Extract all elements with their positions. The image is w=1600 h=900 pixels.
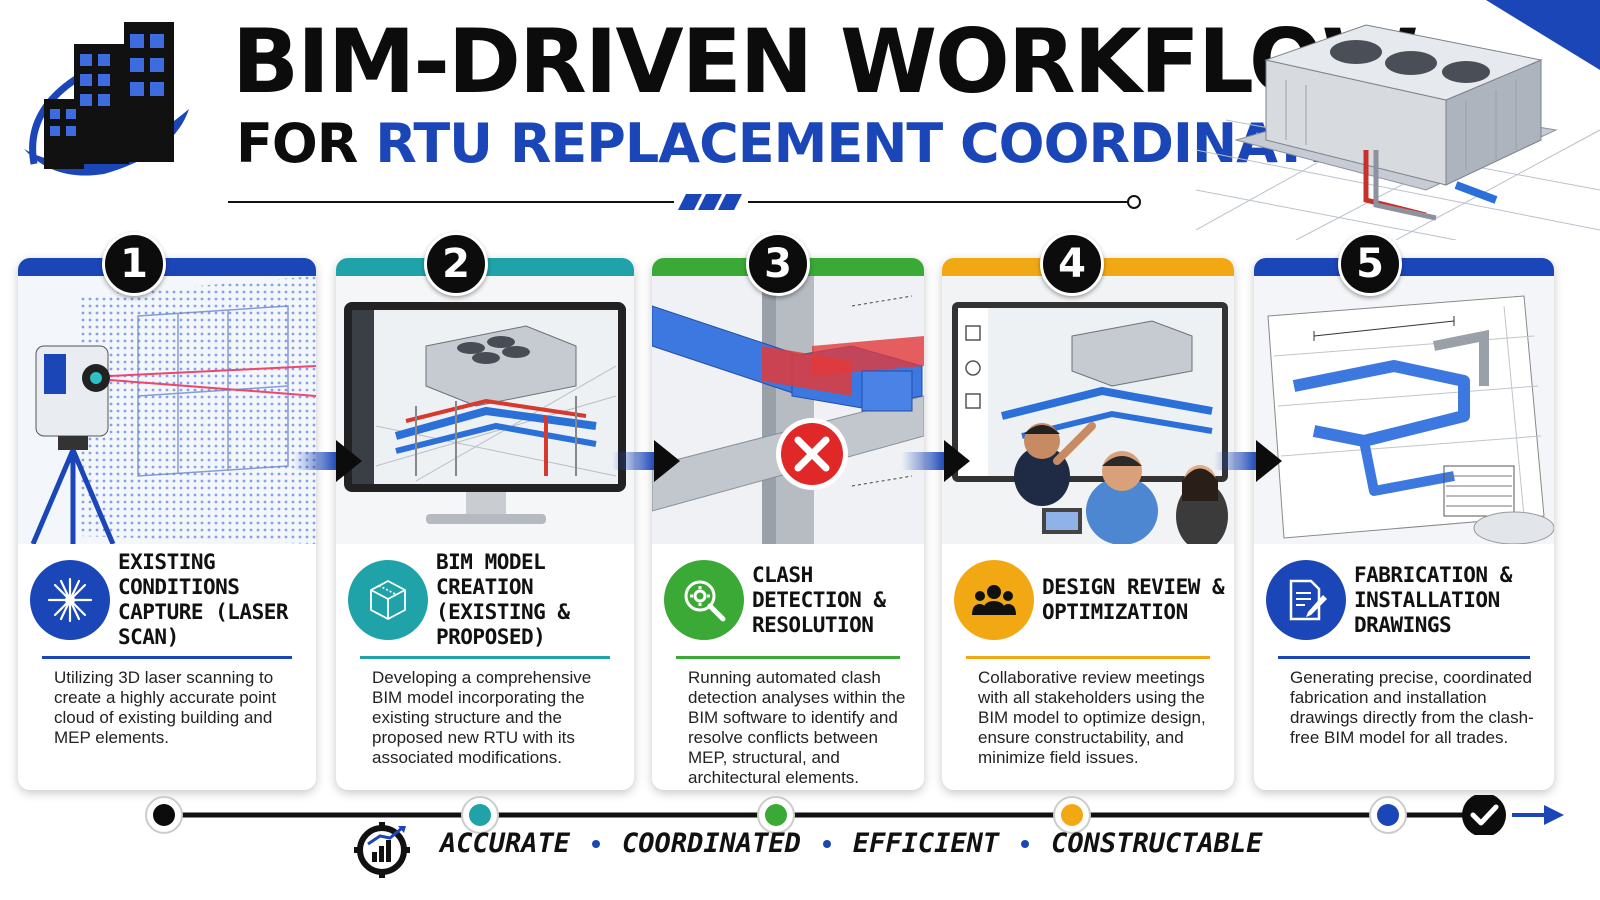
subtitle-highlight: RTU REPLACEMENT COORDINATION	[375, 112, 1418, 175]
step-number-1: 1	[102, 232, 166, 296]
building-logo-icon	[24, 22, 189, 176]
step-card-3: CLASH DETECTION & RESOLUTION Running aut…	[652, 258, 924, 790]
fabrication-drawing-illustration	[1254, 276, 1554, 544]
card-badge	[348, 560, 428, 640]
card-header: CLASH DETECTION & RESOLUTION	[652, 544, 924, 656]
card-divider	[676, 656, 900, 659]
step-number-2: 2	[424, 232, 488, 296]
gear-magnifier-icon	[684, 580, 726, 622]
card-header: BIM MODEL CREATION (EXISTING & PROPOSED)	[336, 544, 634, 656]
page-title: BIM-DRIVEN WORKFLOW	[232, 10, 1419, 113]
step-number-5: 5	[1338, 232, 1402, 296]
card-title: BIM MODEL CREATION (EXISTING & PROPOSED)	[436, 550, 570, 649]
timeline-node-1	[145, 796, 183, 834]
team-icon	[972, 585, 1016, 615]
card-badge	[1266, 560, 1346, 640]
bullet-dot	[822, 839, 831, 848]
arrow-right-icon	[1214, 440, 1282, 482]
arrow-right-icon	[902, 440, 970, 482]
clash-illustration	[652, 276, 924, 544]
arrow-right-icon	[294, 440, 362, 482]
rtu-unit-illustration	[1196, 0, 1600, 240]
timeline-node-4	[1053, 796, 1091, 834]
card-title: FABRICATION & INSTALLATION DRAWINGS	[1354, 562, 1512, 637]
step-card-2: BIM MODEL CREATION (EXISTING & PROPOSED)…	[336, 258, 634, 790]
laser-scan-illustration	[18, 276, 316, 544]
card-badge	[664, 560, 744, 640]
card-description: Developing a comprehensive BIM model inc…	[372, 668, 592, 767]
card-divider	[360, 656, 610, 659]
checkmark-icon	[1462, 795, 1506, 835]
card-title: EXISTING CONDITIONS CAPTURE (LASER SCAN)	[118, 550, 289, 649]
card-top-bar	[1254, 258, 1554, 276]
timeline-node-3	[757, 796, 795, 834]
cube-icon	[370, 579, 406, 621]
tagline-words: ACCURATE COORDINATED EFFICIENT CONSTRUCT…	[440, 828, 1263, 859]
card-divider	[42, 656, 292, 659]
card-divider	[966, 656, 1210, 659]
tagline: ACCURATE COORDINATED EFFICIENT CONSTRUCT…	[350, 820, 1263, 880]
card-title: DESIGN REVIEW & OPTIMIZATION	[1042, 575, 1225, 624]
arrow-right-icon	[612, 440, 680, 482]
tagline-word: EFFICIENT	[852, 828, 1000, 859]
document-pencil-icon	[1289, 579, 1327, 621]
card-top-bar	[18, 258, 316, 276]
step-number-4: 4	[1040, 232, 1104, 296]
timeline-node-5	[1369, 796, 1407, 834]
card-description: Running automated clash detection analys…	[688, 668, 906, 787]
tagline-word: COORDINATED	[622, 828, 801, 859]
step-card-1: EXISTING CONDITIONS CAPTURE (LASER SCAN)…	[18, 258, 316, 790]
page-subtitle: FOR RTU REPLACEMENT COORDINATION	[236, 112, 1418, 176]
card-description: Generating precise, coordinated fabricat…	[1290, 668, 1534, 747]
step-card-4: DESIGN REVIEW & OPTIMIZATION Collaborati…	[942, 258, 1234, 790]
step-number-3: 3	[746, 232, 810, 296]
card-divider	[1278, 656, 1530, 659]
tagline-word: CONSTRUCTABLE	[1051, 828, 1263, 859]
subtitle-prefix: FOR	[236, 112, 358, 175]
laser-burst-icon	[47, 577, 93, 623]
card-description: Collaborative review meetings with all s…	[978, 668, 1206, 767]
design-review-illustration	[942, 276, 1234, 544]
step-card-5: FABRICATION & INSTALLATION DRAWINGS Gene…	[1254, 258, 1554, 790]
card-header: DESIGN REVIEW & OPTIMIZATION	[942, 544, 1234, 656]
title-divider	[228, 194, 1141, 210]
tagline-word: ACCURATE	[440, 828, 571, 859]
card-badge	[30, 560, 110, 640]
card-header: EXISTING CONDITIONS CAPTURE (LASER SCAN)	[18, 544, 316, 656]
bullet-dot	[592, 839, 601, 848]
card-badge	[954, 560, 1034, 640]
bim-monitor-illustration	[336, 276, 634, 544]
timeline-node-2	[461, 796, 499, 834]
progress-timeline	[145, 795, 1564, 835]
card-title: CLASH DETECTION & RESOLUTION	[752, 562, 886, 637]
gear-chart-icon	[354, 822, 410, 878]
card-header: FABRICATION & INSTALLATION DRAWINGS	[1254, 544, 1554, 656]
bullet-dot	[1021, 839, 1030, 848]
card-description: Utilizing 3D laser scanning to create a …	[54, 668, 277, 747]
